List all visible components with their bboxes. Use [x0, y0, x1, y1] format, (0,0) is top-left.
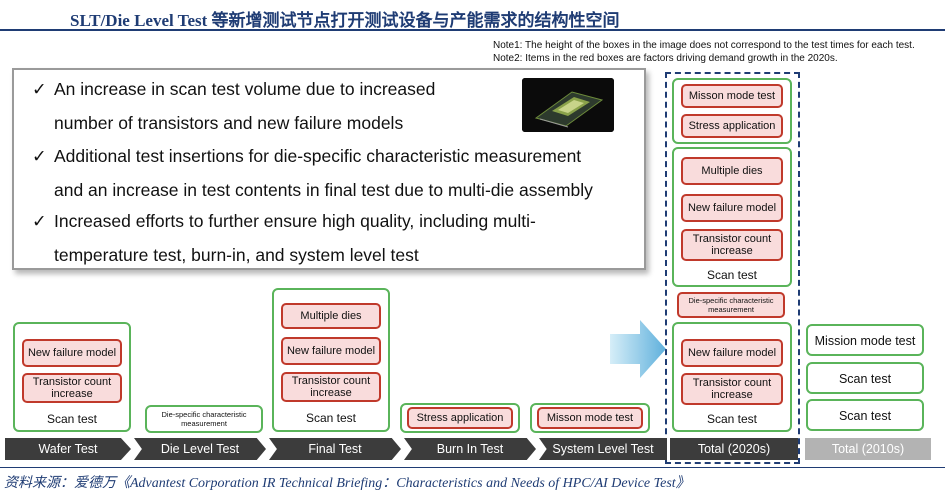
right-arrow-icon — [610, 320, 666, 378]
wafer-transistor-box: Transistor count increase — [22, 373, 122, 403]
note-1: Note1: The height of the boxes in the im… — [493, 40, 915, 51]
total2010-scan-label-1: Scan test — [838, 372, 892, 386]
stage-total-2010s: Total (2010s) — [805, 438, 931, 460]
wafer-scan-test-label: Scan test — [46, 412, 98, 426]
total2020-scan-test-label: Scan test — [706, 268, 758, 282]
final-scan-test-label: Scan test — [305, 411, 357, 425]
bullet-1-line-1: An increase in scan test volume due to i… — [54, 79, 436, 99]
total2020-scan-test-label-2: Scan test — [706, 412, 758, 426]
system-test-box: Misson mode test — [530, 403, 650, 433]
bullet-1: ✓ An increase in scan test volume due to… — [32, 72, 436, 140]
stage-system-level-test: System Level Test — [539, 438, 667, 460]
total2010-scan-box-1: Scan test — [806, 362, 924, 394]
total2020-transistor-box: Transistor count increase — [681, 229, 783, 261]
total2020-new-failure-box-2: New failure model — [681, 339, 783, 367]
total2010-mission-label: Mission mode test — [814, 334, 916, 348]
final-new-failure-box: New failure model — [281, 337, 381, 365]
notes: Note1: The height of the boxes in the im… — [493, 39, 915, 65]
wafer-new-failure-box: New failure model — [22, 339, 122, 367]
system-mission-box: Misson mode test — [537, 407, 643, 429]
total2020-stress-box: Stress application — [681, 114, 783, 138]
die-test-box: Die-specific characteristic measurement — [145, 405, 263, 433]
check-icon: ✓ — [32, 79, 47, 99]
bullet-3: ✓ Increased efforts to further ensure hi… — [32, 204, 536, 272]
total2020-mission-box: Misson mode test — [681, 84, 783, 108]
stage-wafer-test: Wafer Test — [5, 438, 131, 460]
stage-final-test: Final Test — [269, 438, 401, 460]
bullet-2-line-2: and an increase in test contents in fina… — [54, 180, 593, 200]
wafer-test-box: New failure model Transistor count incre… — [13, 322, 131, 432]
burnin-stress-box: Stress application — [407, 407, 513, 429]
total2010-scan-label-2: Scan test — [838, 409, 892, 423]
final-test-box: Multiple dies New failure model Transist… — [272, 288, 390, 432]
check-icon: ✓ — [32, 211, 47, 231]
bullet-3-line-1: Increased efforts to further ensure high… — [54, 211, 536, 231]
total2020-top-box: Misson mode test Stress application — [672, 78, 792, 144]
bullet-3-line-2: temperature test, burn-in, and system le… — [54, 245, 419, 265]
total2010-mission-box: Mission mode test — [806, 324, 924, 356]
title-divider — [0, 29, 945, 31]
total2020-die-specific-box: Die-specific characteristic measurement — [677, 292, 785, 318]
total2020-final-box: Multiple dies New failure model Transist… — [672, 147, 792, 287]
bullet-2: ✓ Additional test insertions for die-spe… — [32, 139, 593, 207]
stage-die-level-test: Die Level Test — [134, 438, 266, 460]
final-transistor-box: Transistor count increase — [281, 372, 381, 402]
chip-image — [522, 78, 614, 132]
check-icon: ✓ — [32, 146, 47, 166]
bullet-2-line-1: Additional test insertions for die-speci… — [54, 146, 582, 166]
stage-burn-in-test: Burn In Test — [404, 438, 536, 460]
total2020-wafer-box: New failure model Transistor count incre… — [672, 322, 792, 432]
final-multiple-dies-box: Multiple dies — [281, 303, 381, 329]
source-divider — [0, 467, 945, 468]
stage-total-2020s: Total (2020s) — [670, 438, 798, 460]
total-2020s-frame — [665, 72, 800, 464]
burnin-test-box: Stress application — [400, 403, 520, 433]
total2020-new-failure-box: New failure model — [681, 194, 783, 222]
die-specific-label: Die-specific characteristic measurement — [149, 407, 259, 431]
note-2: Note2: Items in the red boxes are factor… — [493, 53, 838, 64]
page-title: SLT/Die Level Test 等新增测试节点打开测试设备与产能需求的结构… — [70, 11, 620, 30]
bullet-1-line-2: number of transistors and new failure mo… — [54, 113, 404, 133]
source-note: 资料来源：爱德万《Advantest Corporation IR Techni… — [4, 476, 690, 491]
total2020-transistor-box-2: Transistor count increase — [681, 373, 783, 405]
total2010-scan-box-2: Scan test — [806, 399, 924, 431]
total2020-multiple-dies-box: Multiple dies — [681, 157, 783, 185]
